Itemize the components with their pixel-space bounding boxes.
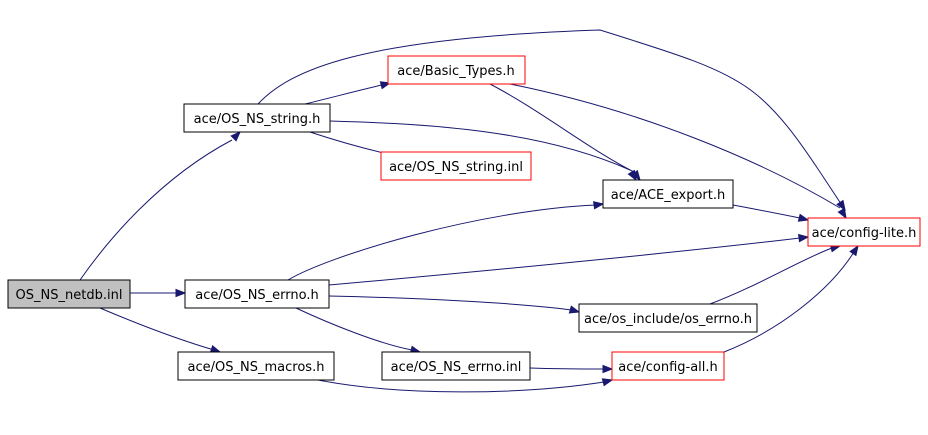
- edge-line: [328, 295, 573, 311]
- node-label-os-ns-macros-h: ace/OS_NS_macros.h: [188, 360, 325, 375]
- node-label-os-ns-errno-inl: ace/OS_NS_errno.inl: [391, 360, 522, 375]
- edge-line: [328, 237, 801, 286]
- edge-arrowhead: [601, 378, 614, 387]
- edge-arrowhead: [568, 305, 581, 314]
- edge-arrowhead: [630, 169, 641, 182]
- edge-os-ns-string-h-to-basic-types-h: [304, 81, 392, 105]
- edge-arrowhead: [209, 344, 222, 354]
- edge-line: [79, 139, 233, 281]
- node-label-basic-types-h: ace/Basic_Types.h: [397, 64, 514, 79]
- node-label-os-ns-string-h: ace/OS_NS_string.h: [194, 112, 321, 127]
- edge-basic-types-h-to-ace-export-h: [489, 83, 641, 182]
- edge-arrowhead: [230, 131, 241, 142]
- node-os-ns-string-h[interactable]: ace/OS_NS_string.h: [183, 103, 331, 133]
- edge-line: [709, 247, 833, 305]
- edge-os-ns-errno-inl-to-config-all-h: [529, 364, 614, 374]
- edge-line: [317, 379, 605, 393]
- edge-line: [329, 120, 631, 171]
- edge-config-all-h-to-config-lite-h: [723, 244, 859, 353]
- edge-os-ns-string-h-to-config-lite-h: [257, 29, 846, 212]
- edge-os-errno-h-to-config-lite-h: [709, 244, 842, 305]
- edge-line: [529, 367, 606, 370]
- node-os-ns-errno-inl[interactable]: ace/OS_NS_errno.inl: [381, 351, 531, 381]
- edge-line: [723, 251, 855, 353]
- edge-os-ns-errno-h-to-config-lite-h: [328, 233, 810, 286]
- edge-line: [295, 307, 413, 351]
- edge-os-ns-macros-h-to-config-all-h: [317, 378, 614, 393]
- edge-basic-types-h-to-config-lite-h: [509, 83, 847, 220]
- edge-line: [509, 83, 841, 209]
- edge-os-ns-errno-h-to-os-ns-errno-inl: [295, 307, 422, 354]
- edge-arrowhead: [836, 199, 846, 212]
- node-os-ns-netdb-inl: OS_NS_netdb.inl: [7, 279, 131, 309]
- node-label-config-all-h: ace/config-all.h: [618, 360, 718, 375]
- edge-arrowhead: [602, 364, 614, 374]
- edge-arrowhead: [837, 207, 847, 220]
- node-os-ns-string-inl[interactable]: ace/OS_NS_string.inl: [380, 151, 532, 181]
- edge-line: [287, 204, 597, 281]
- edge-arrowhead: [798, 233, 810, 243]
- node-ace-export-h[interactable]: ace/ACE_export.h: [602, 179, 734, 209]
- node-label-os-errno-h: ace/os_include/os_errno.h: [584, 312, 752, 327]
- node-label-os-ns-string-inl: ace/OS_NS_string.inl: [389, 160, 523, 175]
- node-label-config-lite-h: ace/config-lite.h: [812, 226, 917, 241]
- edge-os-ns-errno-h-to-ace-export-h: [287, 201, 605, 281]
- edge-line: [732, 204, 801, 219]
- edge-ace-export-h-to-config-lite-h: [732, 204, 810, 222]
- node-os-ns-errno-h[interactable]: ace/OS_NS_errno.h: [184, 279, 330, 309]
- node-config-all-h[interactable]: ace/config-all.h: [611, 351, 725, 381]
- edge-line: [257, 29, 846, 211]
- edge-os-ns-errno-h-to-os-errno-h: [328, 295, 581, 314]
- node-label-os-ns-netdb-inl: OS_NS_netdb.inl: [16, 288, 123, 303]
- edge-line: [304, 84, 383, 105]
- node-label-os-ns-errno-h: ace/OS_NS_errno.h: [195, 288, 319, 303]
- edge-arrowhead: [175, 288, 187, 298]
- node-basic-types-h[interactable]: ace/Basic_Types.h: [387, 55, 526, 85]
- edge-arrowhead: [797, 213, 810, 222]
- edge-os-ns-netdb-inl-to-os-ns-string-h: [79, 131, 241, 281]
- edge-arrowhead: [849, 244, 859, 257]
- edge-arrowhead: [592, 201, 605, 210]
- edge-os-ns-netdb-inl-to-os-ns-errno-h: [129, 288, 187, 298]
- edge-os-ns-netdb-inl-to-os-ns-macros-h: [99, 307, 222, 354]
- node-label-ace-export-h: ace/ACE_export.h: [611, 188, 725, 203]
- node-os-errno-h[interactable]: ace/os_include/os_errno.h: [578, 303, 758, 333]
- node-config-lite-h[interactable]: ace/config-lite.h: [807, 217, 921, 247]
- edge-line: [489, 83, 635, 173]
- node-os-ns-macros-h[interactable]: ace/OS_NS_macros.h: [177, 351, 335, 381]
- edge-line: [99, 307, 215, 351]
